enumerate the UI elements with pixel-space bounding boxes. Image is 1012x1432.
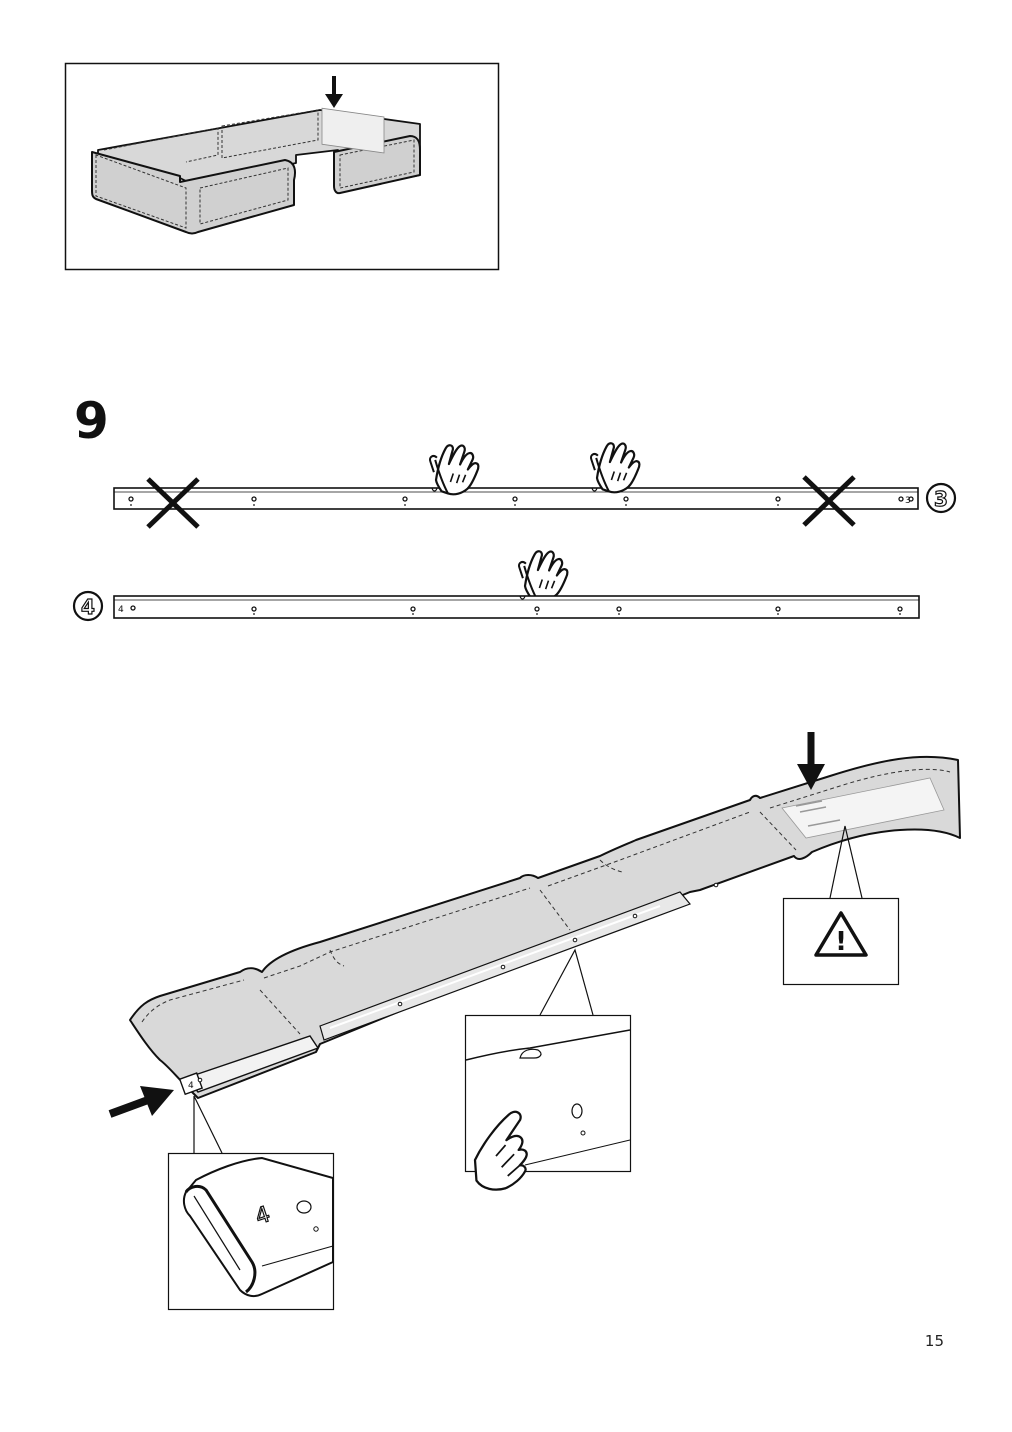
rail-end-number: 4 xyxy=(188,1081,194,1091)
sofa-frame-overview-panel xyxy=(64,62,500,271)
rail-3-end-marking: 3 xyxy=(905,496,911,506)
svg-text:!: ! xyxy=(835,927,847,957)
page-number: 15 xyxy=(924,1332,944,1350)
arrow-icon xyxy=(108,1086,174,1118)
hand-pointing-icon xyxy=(473,1110,528,1191)
rail-4 xyxy=(113,595,920,619)
hand-pointing-icon xyxy=(588,438,644,497)
upholstered-section-illustration: 4 xyxy=(129,755,961,1099)
cross-mark-icon xyxy=(146,477,200,529)
hand-pointing-icon xyxy=(516,546,572,605)
hole-detail-callout xyxy=(464,948,632,1191)
cross-mark-icon xyxy=(802,475,856,527)
part-4-badge: 4 xyxy=(72,590,104,622)
rail-3-holes xyxy=(128,496,914,502)
arrow-icon xyxy=(797,732,825,790)
warning-triangle-icon: ! xyxy=(814,911,868,957)
warning-callout: ! xyxy=(782,825,900,986)
rail-3 xyxy=(113,487,919,510)
svg-text:3: 3 xyxy=(934,487,948,511)
rail-end-detail-callout: 4 xyxy=(167,1095,335,1311)
part-3-badge: 3 xyxy=(925,482,957,514)
step-number: 9 xyxy=(74,392,109,450)
svg-text:4: 4 xyxy=(81,595,95,619)
rail-4-end-marking: 4 xyxy=(118,605,124,615)
